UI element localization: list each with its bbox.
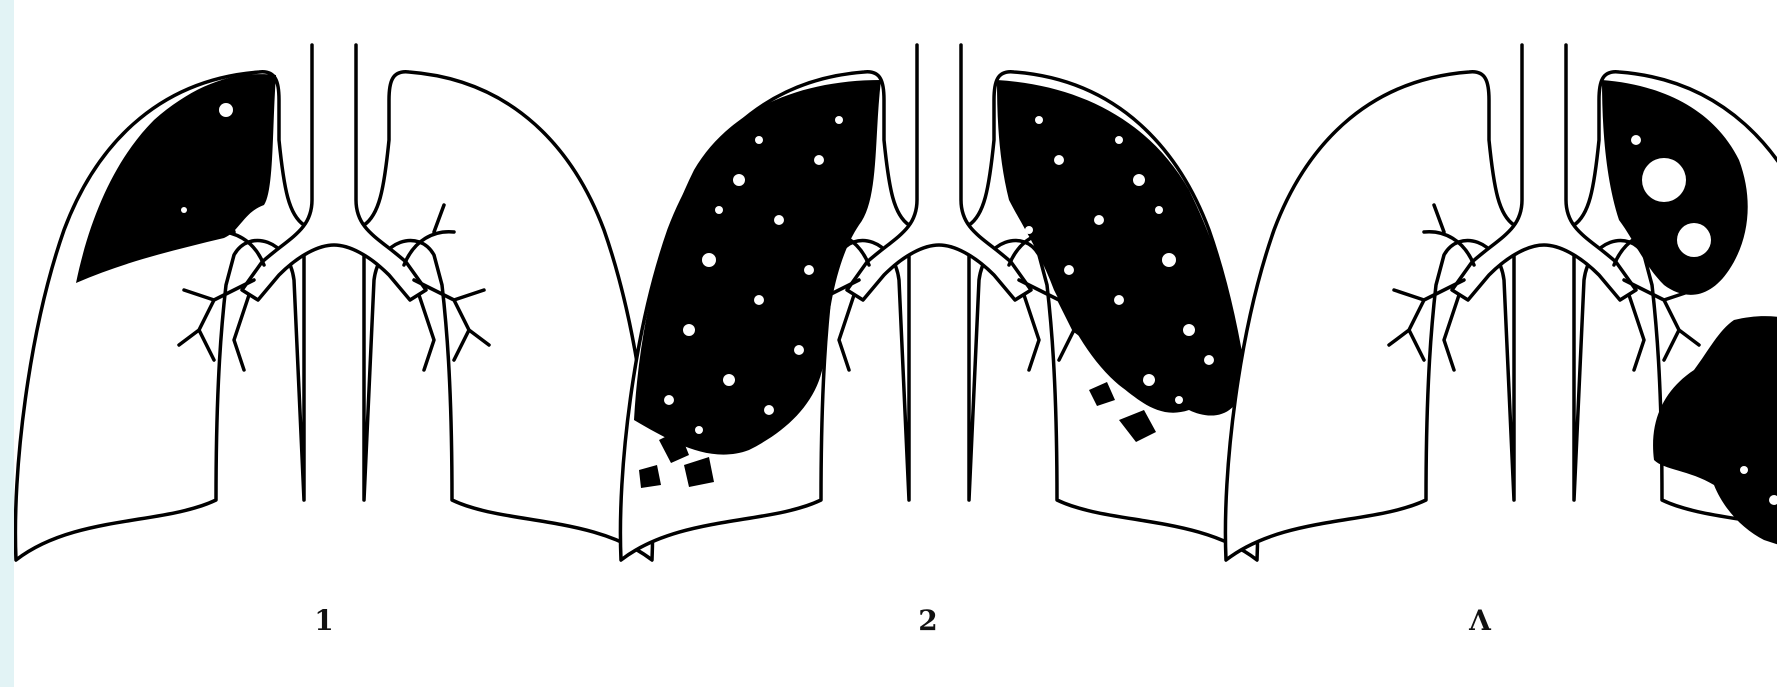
figure-label-1: 1 — [304, 604, 344, 637]
diagram-2 — [620, 45, 1257, 560]
lung-diagrams — [14, 0, 1777, 687]
diagram-1 — [15, 45, 652, 560]
diagram-3 — [1225, 45, 1777, 560]
figure-sheet: 1 2 Λ — [14, 0, 1777, 687]
figure-label-3: Λ — [1460, 604, 1500, 637]
figure-label-2: 2 — [908, 604, 948, 637]
